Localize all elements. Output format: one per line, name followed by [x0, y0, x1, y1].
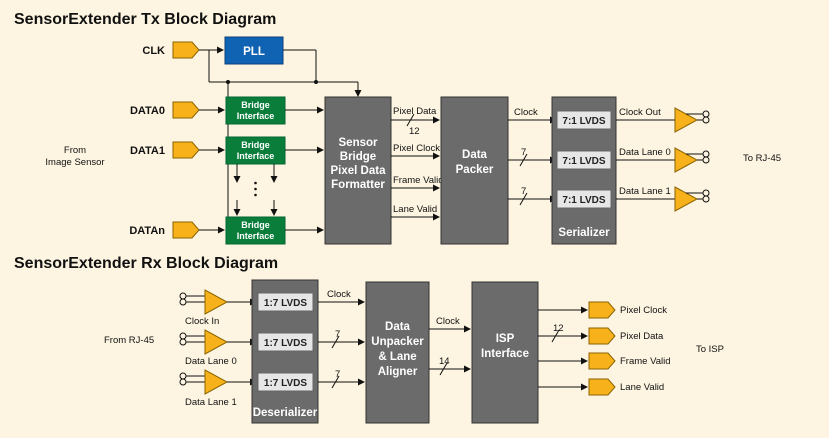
tx-diagram-title: SensorExtender Tx Block Diagram	[14, 11, 276, 28]
rx-lvds-2: 1:7 LVDS	[264, 338, 307, 349]
svg-text:& Lane: & Lane	[378, 351, 416, 363]
tx-driver-clock	[674, 107, 710, 133]
tx-lvds-3: 7:1 LVDS	[562, 195, 605, 206]
rx-bus-width-14: 14	[439, 356, 450, 367]
sig-lane-valid: Lane Valid	[393, 204, 437, 215]
rx-source-label: From RJ-45	[104, 335, 154, 346]
bridge-interface-n: Bridge Interface	[225, 216, 286, 245]
sig-rx-clock-2: Clock	[436, 316, 460, 327]
pll-block: PLL	[224, 36, 284, 65]
isp-interface-block: ISP Interface	[471, 281, 539, 424]
svg-text:ISP: ISP	[496, 333, 515, 345]
svg-text:Interface: Interface	[237, 151, 275, 161]
svg-text:Bridge: Bridge	[340, 151, 376, 163]
svg-text:Lane Valid: Lane Valid	[620, 382, 664, 393]
svg-text:Pixel Data: Pixel Data	[331, 165, 387, 177]
clk-label: CLK	[142, 45, 165, 57]
tx-driver-lane1	[674, 186, 710, 212]
svg-text:Interface: Interface	[237, 111, 275, 121]
out-data-lane-0: Data Lane 0	[619, 147, 671, 158]
svg-text:Data: Data	[385, 321, 411, 333]
svg-text:Bridge: Bridge	[241, 220, 270, 230]
svg-text:Interface: Interface	[481, 348, 529, 360]
datan-pin: DATAn	[129, 221, 200, 239]
rx-receiver-lane1: Data Lane 1	[179, 369, 257, 408]
data0-label: DATA0	[130, 105, 165, 117]
bus-width-7-a: 7	[521, 147, 526, 158]
sig-pixel-clock: Pixel Clock	[393, 143, 440, 154]
clk-pin: CLK	[142, 41, 200, 59]
svg-text:Unpacker: Unpacker	[371, 336, 424, 348]
svg-text:Aligner: Aligner	[378, 366, 418, 378]
svg-text:Formatter: Formatter	[331, 179, 385, 191]
svg-text:Pixel Clock: Pixel Clock	[620, 305, 667, 316]
data1-pin: DATA1	[130, 141, 200, 159]
svg-text:Interface: Interface	[237, 231, 275, 241]
sig-rx-clock-1: Clock	[327, 289, 351, 300]
serializer-label: Serializer	[558, 227, 610, 239]
bus-width-12: 12	[409, 126, 420, 137]
data0-pin: DATA0	[130, 101, 200, 119]
svg-text:Sensor: Sensor	[339, 137, 379, 149]
rx-diagram-title: SensorExtender Rx Block Diagram	[14, 255, 278, 272]
serializer-block: 7:1 LVDS 7:1 LVDS 7:1 LVDS Serializer	[551, 96, 617, 245]
deserializer-block: 1:7 LVDS 1:7 LVDS 1:7 LVDS Deserializer	[251, 279, 319, 424]
out-pin-lane-valid: Lane Valid	[588, 378, 664, 396]
data1-label: DATA1	[130, 145, 165, 157]
rx-receiver-clock: Clock In	[179, 289, 257, 327]
tx-lvds-2: 7:1 LVDS	[562, 156, 605, 167]
tx-source-label-2: Image Sensor	[45, 157, 104, 168]
bridge-interface-0: Bridge Interface	[225, 96, 286, 125]
rx-bus-width-7-a: 7	[335, 329, 340, 340]
tx-driver-lane0	[674, 147, 710, 173]
data-unpacker-block: Data Unpacker & Lane Aligner	[365, 281, 430, 424]
svg-text:Packer: Packer	[456, 164, 494, 176]
svg-text:Frame Valid: Frame Valid	[620, 356, 671, 367]
svg-text:Bridge: Bridge	[241, 100, 270, 110]
tx-lvds-1: 7:1 LVDS	[562, 116, 605, 127]
pll-label: PLL	[243, 46, 265, 58]
out-pin-frame-valid: Frame Valid	[588, 352, 671, 370]
data-packer-block: Data Packer	[440, 96, 509, 245]
in-data-lane-0: Data Lane 0	[185, 356, 237, 367]
out-clock-out: Clock Out	[619, 107, 661, 118]
out-pin-pixel-clock: Pixel Clock	[588, 301, 667, 319]
svg-text:Bridge: Bridge	[241, 140, 270, 150]
tx-destination-label: To RJ-45	[743, 153, 781, 164]
pixel-data-formatter-block: Sensor Bridge Pixel Data Formatter	[324, 96, 392, 245]
svg-text:Data: Data	[462, 149, 488, 161]
out-data-lane-1: Data Lane 1	[619, 186, 671, 197]
in-data-lane-1: Data Lane 1	[185, 397, 237, 408]
rx-lvds-1: 1:7 LVDS	[264, 298, 307, 309]
sig-pixel-data: Pixel Data	[393, 106, 437, 117]
in-clock-in: Clock In	[185, 316, 219, 327]
rx-receiver-lane0: Data Lane 0	[179, 329, 257, 367]
bus-width-7-b: 7	[521, 186, 526, 197]
deserializer-label: Deserializer	[253, 407, 318, 419]
rx-lvds-3: 1:7 LVDS	[264, 378, 307, 389]
rx-destination-label: To ISP	[696, 344, 724, 355]
datan-label: DATAn	[129, 225, 165, 237]
rx-bus-width-12: 12	[553, 323, 564, 334]
bridge-interface-1: Bridge Interface	[225, 136, 286, 165]
svg-text:Pixel Data: Pixel Data	[620, 331, 664, 342]
sig-frame-valid: Frame Valid	[393, 175, 444, 186]
tx-source-label-1: From	[64, 145, 86, 156]
rx-bus-width-7-b: 7	[335, 369, 340, 380]
sig-tx-clock: Clock	[514, 107, 538, 118]
out-pin-pixel-data: Pixel Data	[588, 327, 664, 345]
